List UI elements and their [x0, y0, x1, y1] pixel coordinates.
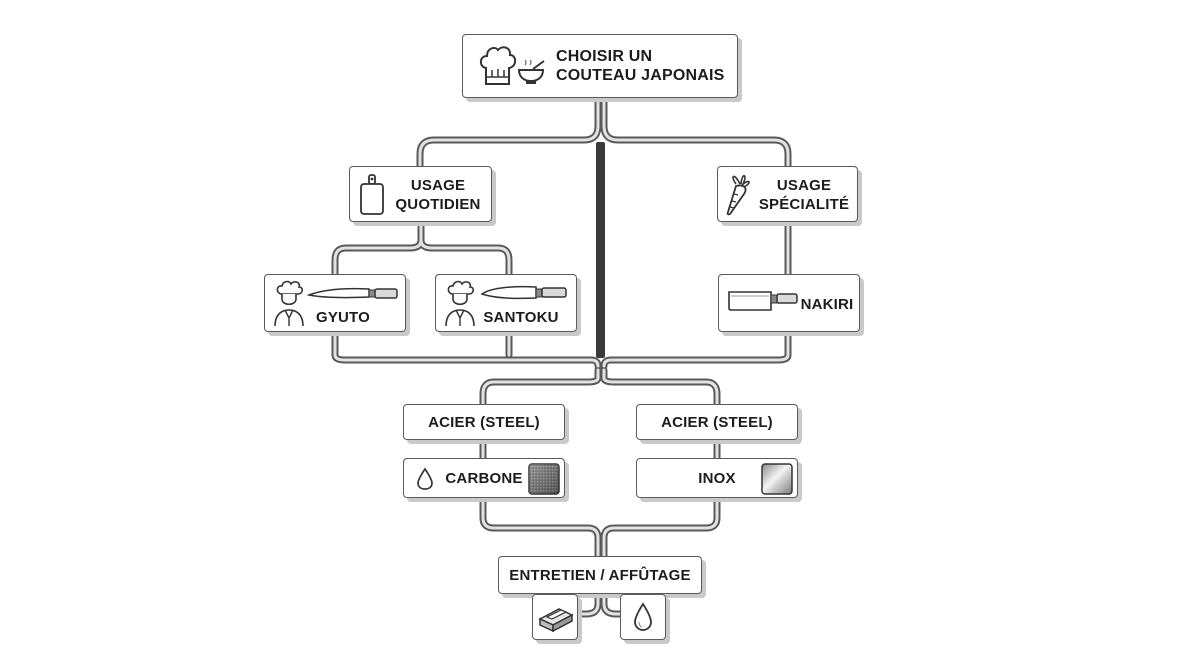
acier-left-label: ACIER (STEEL): [428, 414, 540, 431]
usage-specialite-line-2: SPÉCIALITÉ: [758, 196, 850, 213]
acier-left-node: ACIER (STEEL): [403, 404, 565, 440]
cleaver-icon: [728, 291, 798, 311]
santoku-node: SANTOKU: [435, 274, 577, 332]
inox-node: INOX: [636, 458, 798, 498]
acier-right-label: ACIER (STEEL): [661, 414, 773, 431]
gyuto-node: GYUTO: [264, 274, 406, 332]
center-divider: [596, 142, 605, 358]
water-drop-icon: [417, 467, 433, 490]
title-node: CHOISIR UN COUTEAU JAPONAIS: [462, 34, 738, 98]
usage-quotidien-line-1: USAGE: [410, 177, 466, 194]
carbone-label: CARBONE: [445, 470, 523, 487]
carbone-node: CARBONE: [403, 458, 565, 498]
gyuto-label: GYUTO: [315, 309, 371, 326]
santoku-knife-icon: [480, 285, 567, 300]
chef-icon: [445, 280, 475, 327]
chef-hat-icon: [479, 46, 517, 85]
water-drop-icon: [634, 602, 652, 631]
title-line-1: CHOISIR UN: [556, 48, 653, 65]
water-drop-node: [620, 594, 666, 640]
bowl-icon: [517, 59, 545, 84]
santoku-label: SANTOKU: [483, 309, 559, 326]
usage-quotidien-line-2: QUOTIDIEN: [395, 196, 481, 213]
whetstone-node: [532, 594, 578, 640]
title-line-2: COUTEAU JAPONAIS: [556, 67, 725, 84]
carrot-icon: [726, 174, 750, 216]
whetstone-icon: [538, 608, 574, 633]
steel-texture-icon: [761, 463, 793, 495]
cutting-board-icon: [360, 174, 384, 215]
acier-right-node: ACIER (STEEL): [636, 404, 798, 440]
carbon-texture-icon: [528, 463, 560, 495]
usage-quotidien-node: USAGE QUOTIDIEN: [349, 166, 492, 222]
chef-knife-icon: [307, 287, 398, 299]
nakiri-node: NAKIRI: [718, 274, 860, 332]
chef-icon: [274, 280, 304, 327]
usage-specialite-node: USAGE SPÉCIALITÉ: [717, 166, 858, 222]
nakiri-label: NAKIRI: [800, 296, 854, 313]
inox-label: INOX: [698, 470, 736, 487]
entretien-node: ENTRETIEN / AFFÛTAGE: [498, 556, 702, 594]
entretien-label: ENTRETIEN / AFFÛTAGE: [509, 567, 691, 584]
usage-specialite-line-1: USAGE: [776, 177, 832, 194]
